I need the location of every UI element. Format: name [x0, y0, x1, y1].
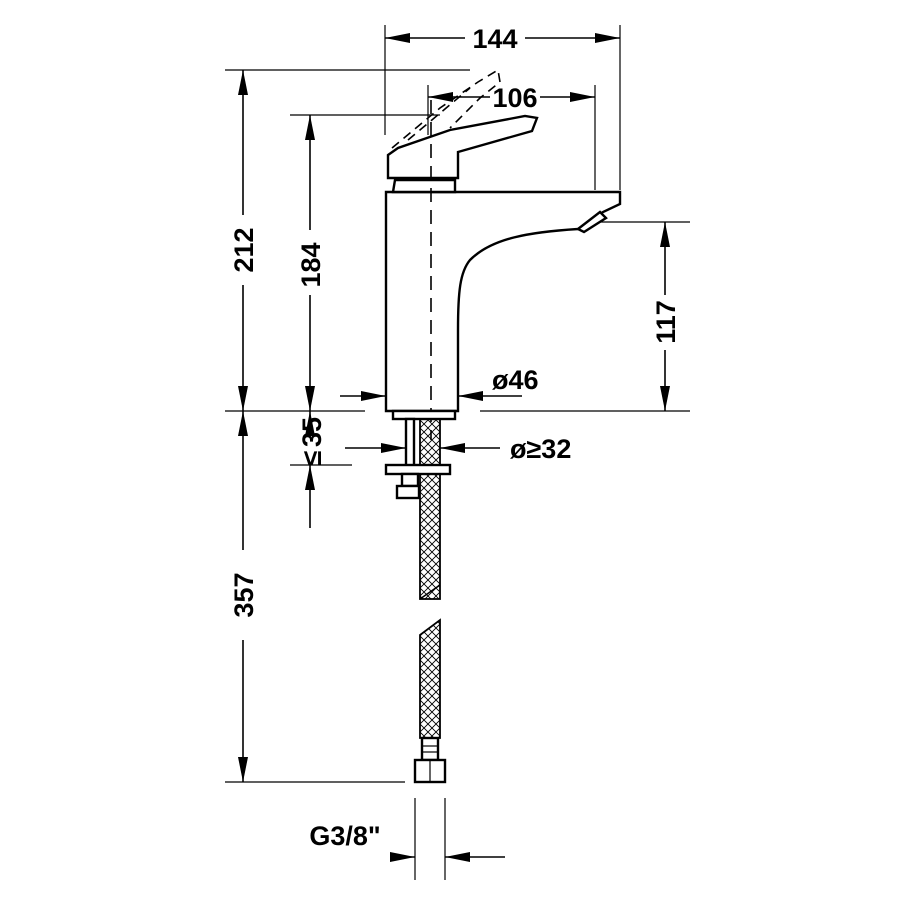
faucet-body: [384, 68, 622, 413]
dim-lever-reach: 106: [492, 83, 537, 113]
dim-max-deck-thickness: 35: [297, 417, 327, 447]
dim-max-deck-symbol: ≤: [297, 450, 327, 465]
dim-total-height: 212: [229, 227, 259, 272]
dim-body-diameter: ø46: [492, 365, 539, 395]
dim-hole-diameter: ø≥32: [510, 434, 571, 464]
mounting-assembly: [384, 409, 457, 784]
dimension-lines: [225, 25, 690, 880]
dim-connection-thread: G3/8": [309, 821, 380, 851]
dim-spout-outlet-height: 117: [651, 300, 681, 344]
dim-overall-width: 144: [472, 24, 517, 54]
dim-hose-length: 357: [229, 572, 259, 617]
dim-spout-top-height: 184: [296, 242, 326, 287]
